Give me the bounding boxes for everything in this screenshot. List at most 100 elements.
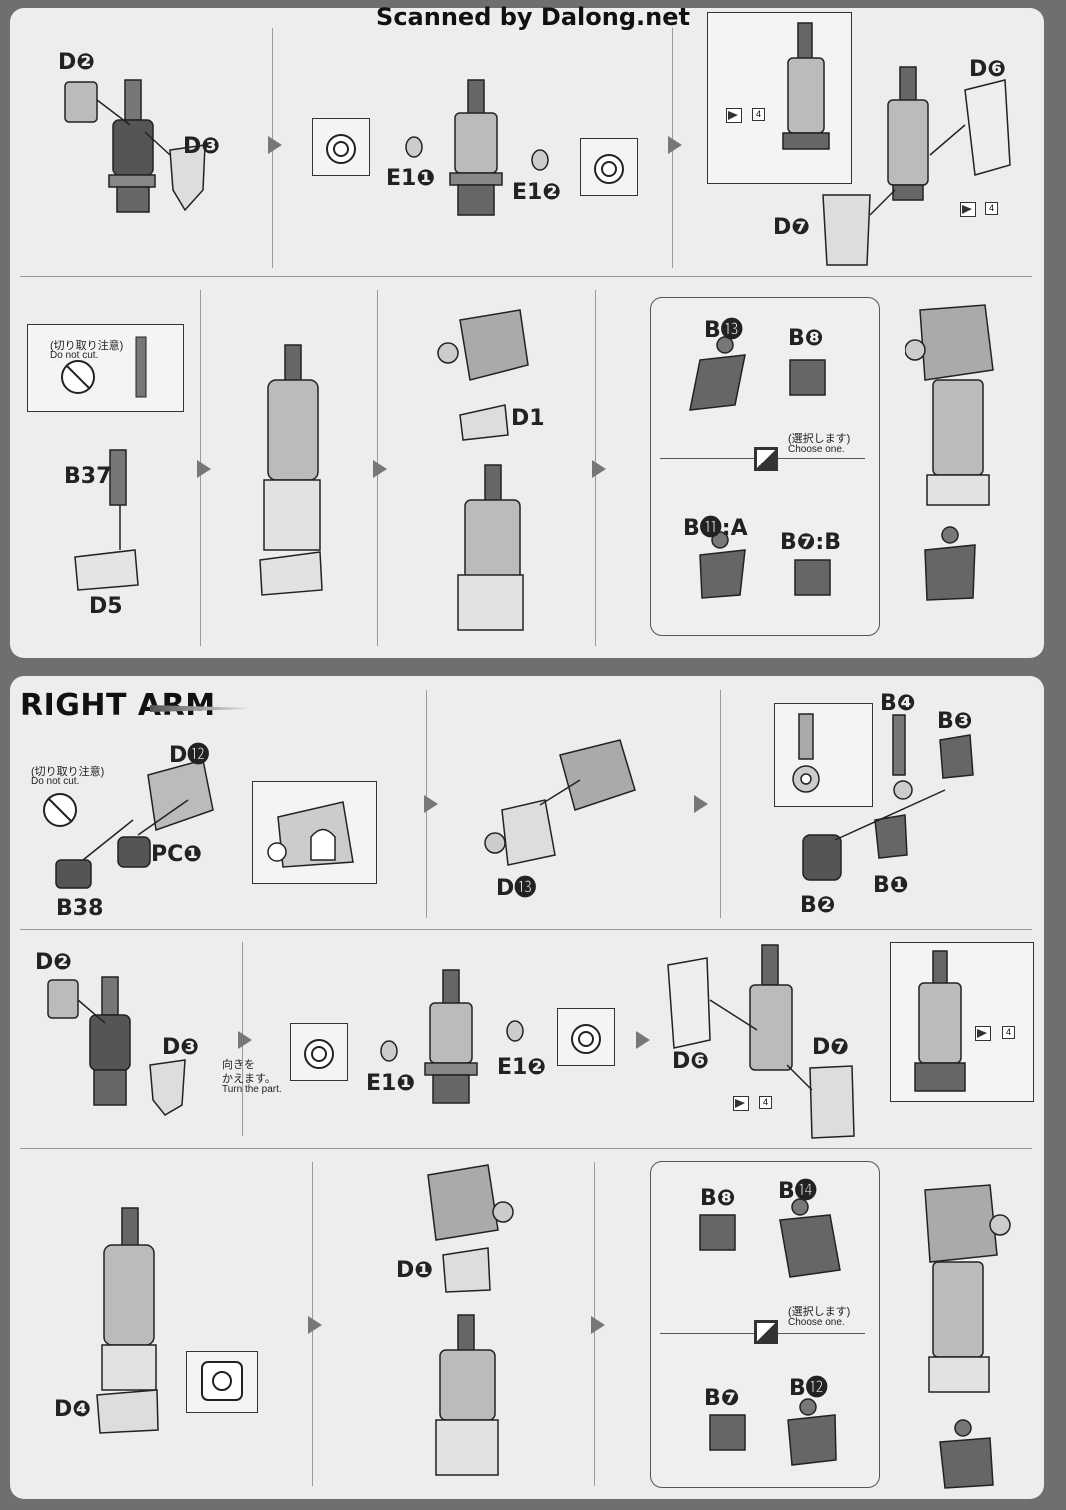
hint-flag-icon xyxy=(733,1096,749,1111)
part-label-d3: D❸ xyxy=(183,134,220,159)
choose-one-icon xyxy=(754,1320,778,1344)
part-label-b2: B❷ xyxy=(800,893,836,918)
part-label-d12: D⓬ xyxy=(169,743,210,768)
part-label-d7: D❼ xyxy=(773,215,810,240)
part-label-d5: D5 xyxy=(89,594,123,619)
part-label-d3: D❸ xyxy=(162,1035,199,1060)
detail-callout xyxy=(890,942,1034,1102)
hint-flag-icon xyxy=(960,202,976,217)
part-label-d7: D❼ xyxy=(812,1035,849,1060)
forearm-d1-illustration xyxy=(437,309,529,631)
hint-number-tag: 4 xyxy=(985,202,998,215)
part-label-d6: D❻ xyxy=(969,57,1006,82)
shoulder-d13-illustration xyxy=(484,739,636,866)
part-label-d2: D❷ xyxy=(35,950,72,975)
b4-detail-callout xyxy=(774,703,873,807)
divider xyxy=(720,690,721,918)
polycap-detail-callout xyxy=(557,1008,615,1066)
part-label-pc1: PC❶ xyxy=(151,842,202,867)
part-label-b38: B38 xyxy=(56,896,104,921)
polycap-detail-callout xyxy=(312,118,370,176)
part-label-b3: B❸ xyxy=(937,709,973,734)
finished-right-arm-illustration xyxy=(924,1184,1011,1489)
part-label-d2: D❷ xyxy=(58,50,95,75)
step-arrow xyxy=(694,795,708,813)
turn-part-jp-1: 向きを xyxy=(222,1059,255,1071)
part-label-d13: D⓭ xyxy=(496,876,537,901)
arm-d6-d7-illustration xyxy=(667,944,855,1139)
part-label-d1: D1 xyxy=(511,406,545,431)
part-label-b4: B❹ xyxy=(880,691,916,716)
part-label-b13: B⓭ xyxy=(704,318,743,343)
turn-part-en: Turn the part. xyxy=(222,1084,282,1095)
step-arrow xyxy=(592,460,606,478)
hint-number-tag: 4 xyxy=(752,108,765,121)
part-label-b12: B⓬ xyxy=(789,1376,828,1401)
step-arrow xyxy=(636,1031,650,1049)
polycap-detail-callout xyxy=(580,138,638,196)
part-label-e1-1: E1❶ xyxy=(386,166,435,191)
forearm-d1-illustration xyxy=(427,1164,514,1476)
caution-note-jp: (切り取り注意) xyxy=(31,766,105,778)
step-arrow xyxy=(668,136,682,154)
part-label-b11-a: B⓫:A xyxy=(683,516,748,541)
caution-note-en: Do not cut. xyxy=(31,776,80,787)
part-label-e1-2: E1❷ xyxy=(512,180,561,205)
hand-b11-illustration xyxy=(699,531,831,599)
part-label-d1: D❶ xyxy=(396,1258,433,1283)
shoulder-d12-illustration xyxy=(43,759,214,889)
caution-note-en: Do not cut. xyxy=(50,350,99,361)
part-label-b8: B❽ xyxy=(700,1186,736,1211)
choose-one-jp: (選択します) xyxy=(788,433,851,445)
finished-left-arm-illustration xyxy=(905,304,994,601)
step-arrow xyxy=(591,1316,605,1334)
arm-assembly-illustration xyxy=(64,79,206,213)
choose-one-en: Choose one. xyxy=(788,1317,845,1328)
choose-one-en: Choose one. xyxy=(788,444,845,455)
hint-number-tag: 4 xyxy=(1002,1026,1015,1039)
d4-detail-callout xyxy=(186,1351,258,1413)
section-title-right-arm: RIGHT ARM xyxy=(20,688,216,723)
do-not-cut-callout xyxy=(27,324,184,412)
divider xyxy=(20,929,1032,930)
part-label-b14: B⓮ xyxy=(778,1179,817,1204)
hand-b13-illustration xyxy=(689,336,826,411)
hand-b12-illustration xyxy=(709,1398,837,1466)
step-arrow xyxy=(308,1316,322,1334)
hint-flag-icon xyxy=(726,108,742,123)
part-label-e1-2: E1❷ xyxy=(497,1055,546,1080)
scan-watermark: Scanned by Dalong.net xyxy=(376,3,690,31)
title-decoration xyxy=(150,705,245,712)
arm-d6-d7-illustration xyxy=(822,66,1011,266)
forearm-d4-illustration xyxy=(96,1207,159,1434)
caution-note-jp: (切り取り注意) xyxy=(50,340,124,352)
arm-d2-d3-illustration xyxy=(47,976,186,1116)
step-arrow xyxy=(268,136,282,154)
part-label-b7: B❼ xyxy=(704,1386,740,1411)
turn-part-jp-2: かえます。 xyxy=(222,1073,276,1085)
step-arrow xyxy=(238,1031,252,1049)
forearm-illustration xyxy=(259,344,323,596)
choose-one-icon xyxy=(754,447,778,471)
part-label-d6: D❻ xyxy=(672,1049,709,1074)
hint-flag-icon xyxy=(975,1026,991,1041)
step-arrow xyxy=(424,795,438,813)
part-label-d4: D❹ xyxy=(54,1397,91,1422)
hint-number-tag: 4 xyxy=(759,1096,772,1109)
step-arrow xyxy=(197,460,211,478)
part-label-b7-b: B❼:B xyxy=(780,530,841,555)
part-label-b37: B37 xyxy=(64,464,112,489)
arm-joint-illustration xyxy=(405,79,549,216)
divider xyxy=(20,276,1032,277)
part-label-b8: B❽ xyxy=(788,326,824,351)
step-arrow xyxy=(373,460,387,478)
part-label-e1-1: E1❶ xyxy=(366,1071,415,1096)
shoulder-joint-b-parts-illustration xyxy=(802,714,974,881)
hand-b14-illustration xyxy=(699,1198,841,1278)
choose-one-jp: (選択します) xyxy=(788,1306,851,1318)
arm-e1-joint-illustration xyxy=(380,969,524,1104)
b37-d5-illustration xyxy=(74,449,139,591)
divider xyxy=(20,1148,1032,1149)
detail-callout xyxy=(707,12,852,184)
shoulder-detail-callout xyxy=(252,781,377,884)
